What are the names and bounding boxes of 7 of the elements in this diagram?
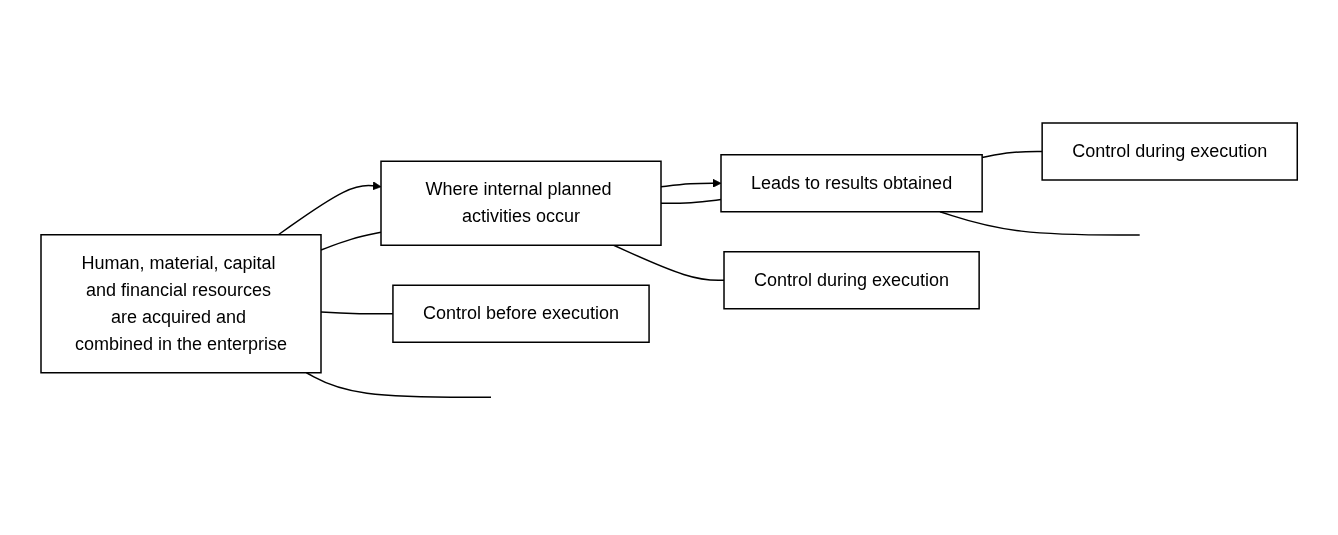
node-box: Control during execution (723, 250, 980, 310)
connector (305, 371, 492, 398)
node-box: Control before execution (392, 284, 650, 343)
node-box: Leads to results obtained (720, 153, 983, 213)
node-box: Where internal planned activities occur (380, 160, 662, 246)
node-box: Human, material, capital and financial resources are acquired and combined in the enterprise (40, 233, 322, 374)
node-box: Control during execution (1041, 122, 1298, 181)
